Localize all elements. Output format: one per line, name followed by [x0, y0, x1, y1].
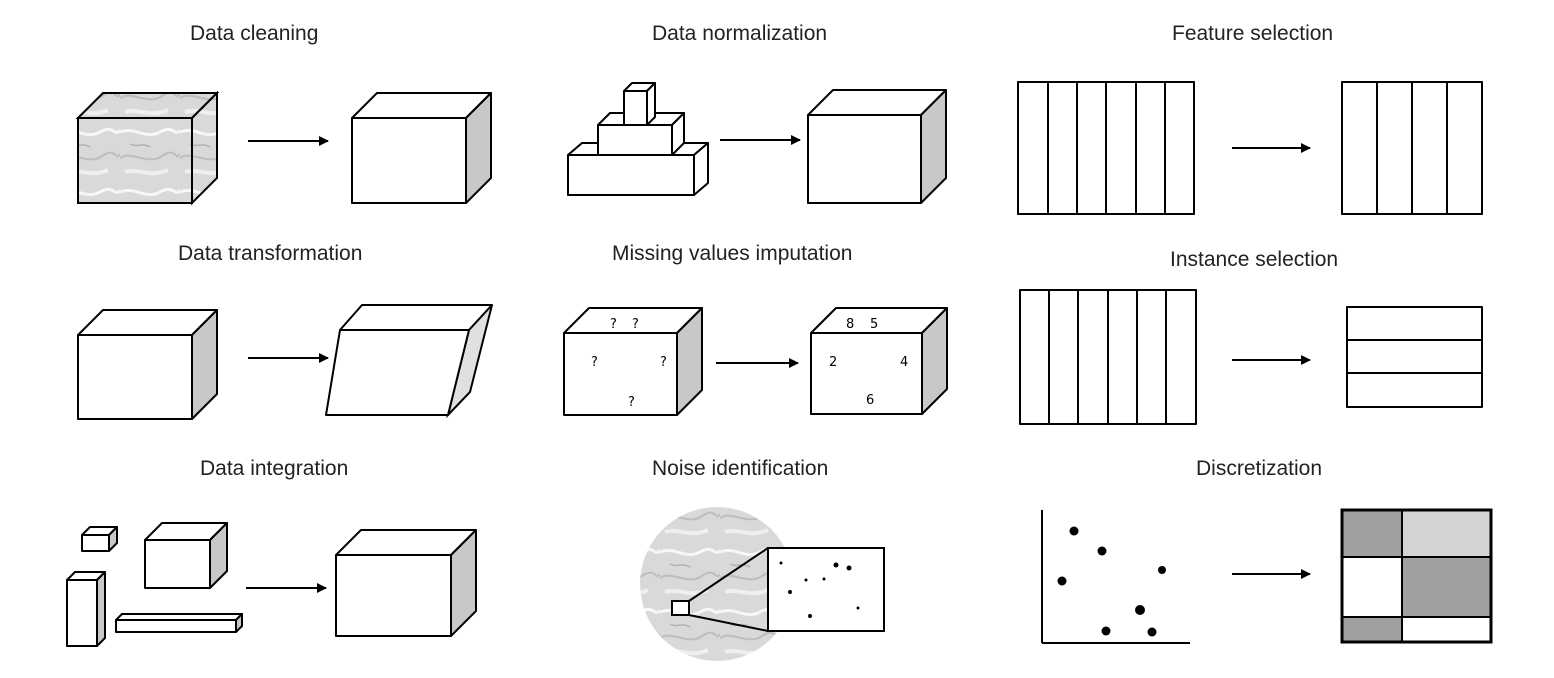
missing-mark: ?	[632, 317, 639, 332]
noise-points	[779, 561, 860, 618]
missing-values-cube: ? ? ? ? ?	[563, 307, 703, 416]
cleaning-panel	[75, 90, 492, 206]
title-discretization: Discretization	[1196, 457, 1323, 480]
scatter-points	[1057, 526, 1166, 637]
clean-data-cube	[351, 92, 492, 204]
skewed-cube	[325, 304, 493, 419]
missing-mark: ?	[591, 355, 598, 370]
feature-table-reduced	[1341, 81, 1483, 215]
instance-selection-panel	[1019, 289, 1483, 425]
imputed-values-cube: 8 5 2 4 6	[810, 307, 948, 415]
tall-block	[66, 571, 106, 647]
small-cube	[81, 526, 118, 552]
transformation-panel	[77, 304, 493, 420]
noise-panel	[640, 507, 885, 661]
title-missing-values-imputation: Missing values imputation	[612, 242, 853, 265]
instance-table-full	[1019, 289, 1197, 425]
imputed-value: 5	[870, 317, 878, 332]
normalized-cube	[807, 89, 947, 204]
title-instance-selection: Instance selection	[1170, 248, 1339, 271]
normalization-panel	[567, 82, 947, 204]
flat-block	[115, 613, 243, 633]
title-noise-identification: Noise identification	[652, 457, 829, 480]
missing-mark: ?	[660, 355, 667, 370]
zoom-line-top	[688, 547, 769, 602]
imputed-value: 2	[829, 355, 837, 370]
discretized-grid	[1340, 508, 1493, 644]
original-cube	[77, 309, 218, 420]
title-data-integration: Data integration	[200, 457, 349, 480]
noisy-data-disc	[640, 507, 794, 661]
integration-panel	[66, 522, 477, 647]
instance-table-reduced	[1346, 306, 1483, 408]
zoom-source-box	[671, 600, 690, 616]
zoom-detail-box	[767, 547, 885, 632]
zoom-line-bottom	[688, 614, 769, 632]
missing-mark: ?	[628, 395, 635, 410]
title-feature-selection: Feature selection	[1172, 22, 1334, 45]
imputed-value: 6	[866, 393, 874, 408]
dirty-data-cube	[75, 90, 220, 206]
stacked-blocks	[567, 82, 709, 196]
discretization-panel	[1041, 508, 1493, 644]
feature-table-full	[1017, 81, 1195, 215]
imputed-value: 8	[846, 317, 854, 332]
feature-selection-panel	[1017, 81, 1483, 215]
title-data-normalization: Data normalization	[652, 22, 828, 45]
title-data-cleaning: Data cleaning	[190, 22, 319, 45]
medium-cube	[144, 522, 228, 589]
imputation-panel: ? ? ? ? ? 8 5 2 4 6	[563, 307, 948, 416]
imputed-value: 4	[900, 355, 908, 370]
missing-mark: ?	[610, 317, 617, 332]
title-data-transformation: Data transformation	[178, 242, 363, 265]
integrated-cube	[335, 529, 477, 637]
